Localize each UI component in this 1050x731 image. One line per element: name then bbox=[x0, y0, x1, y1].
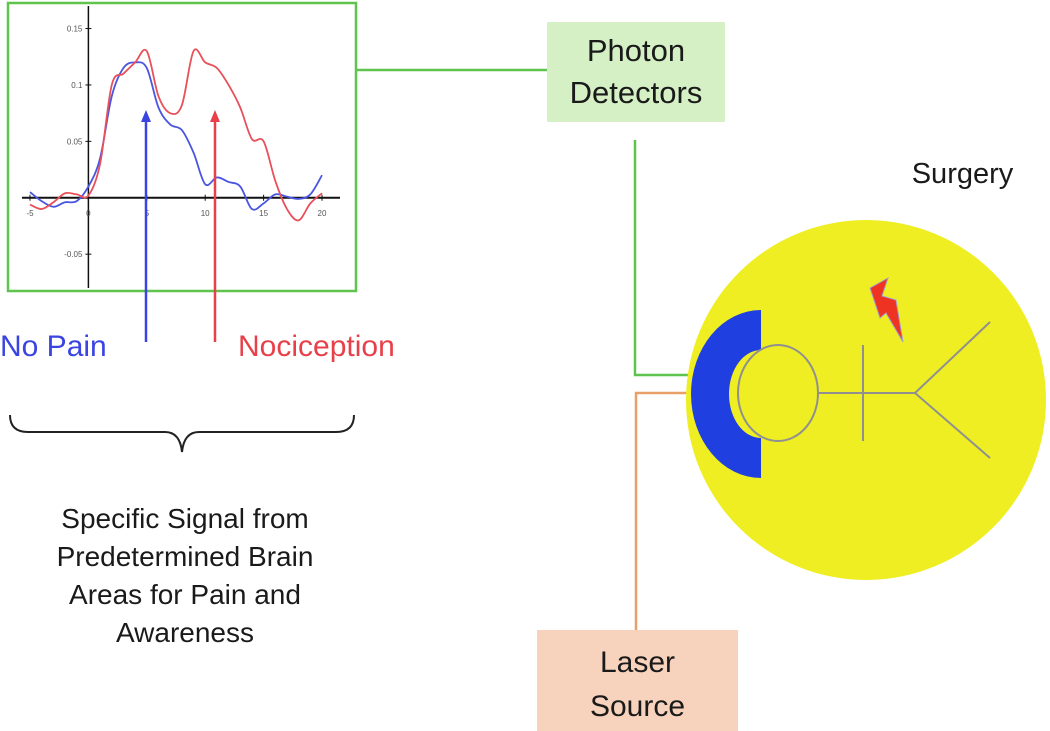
x-tick-label-0: -5 bbox=[26, 209, 34, 218]
caption-line-1: Specific Signal from bbox=[61, 503, 309, 534]
y-tick-label-3: 0.15 bbox=[67, 25, 83, 34]
lightning-bolt-icon bbox=[869, 276, 904, 343]
caption-line-3: Areas for Pain and bbox=[69, 579, 301, 610]
laser-to-head-line bbox=[634, 391, 688, 630]
y-tick-label-0: -0.05 bbox=[64, 250, 83, 259]
curly-brace bbox=[9, 414, 355, 453]
no-pain-arrowhead bbox=[141, 110, 151, 122]
sensor-cap bbox=[691, 310, 761, 478]
caption-line-4: Awareness bbox=[115, 617, 254, 648]
photon-detectors-box bbox=[547, 22, 725, 122]
caption-line-2: Predetermined Brain bbox=[56, 541, 314, 572]
detector-to-head-line bbox=[633, 140, 688, 377]
laser-source-box bbox=[537, 630, 738, 731]
photon-label-line-1: Photon bbox=[586, 33, 686, 68]
y-tick-label-1: 0.05 bbox=[67, 137, 83, 146]
surgery-label: Surgery bbox=[911, 158, 1014, 190]
nociception-arrowhead bbox=[210, 110, 220, 122]
stick-figure-icon bbox=[737, 321, 991, 459]
x-tick-label-4: 15 bbox=[259, 209, 268, 218]
chart-frame bbox=[6, 1, 358, 293]
patient-head bbox=[686, 220, 1046, 580]
no-pain-label: No Pain bbox=[0, 330, 107, 363]
laser-source-label: Laser Source bbox=[537, 641, 738, 729]
x-tick-label-3: 10 bbox=[201, 209, 210, 218]
y-tick-label-2: 0.1 bbox=[71, 81, 83, 90]
signal-caption: Specific Signal from Predetermined Brain… bbox=[0, 500, 370, 652]
photon-label-line-2: Detectors bbox=[569, 75, 703, 110]
nociception-label: Nociception bbox=[238, 330, 395, 363]
series-line-1 bbox=[29, 48, 323, 222]
x-tick-label-5: 20 bbox=[318, 209, 327, 218]
series-line-0 bbox=[29, 61, 323, 211]
laser-label-line-1: Laser bbox=[599, 646, 676, 679]
laser-label-line-2: Source bbox=[589, 690, 686, 723]
x-tick-label-1: 0 bbox=[86, 209, 91, 218]
photon-detectors-label: Photon Detectors bbox=[547, 30, 725, 114]
